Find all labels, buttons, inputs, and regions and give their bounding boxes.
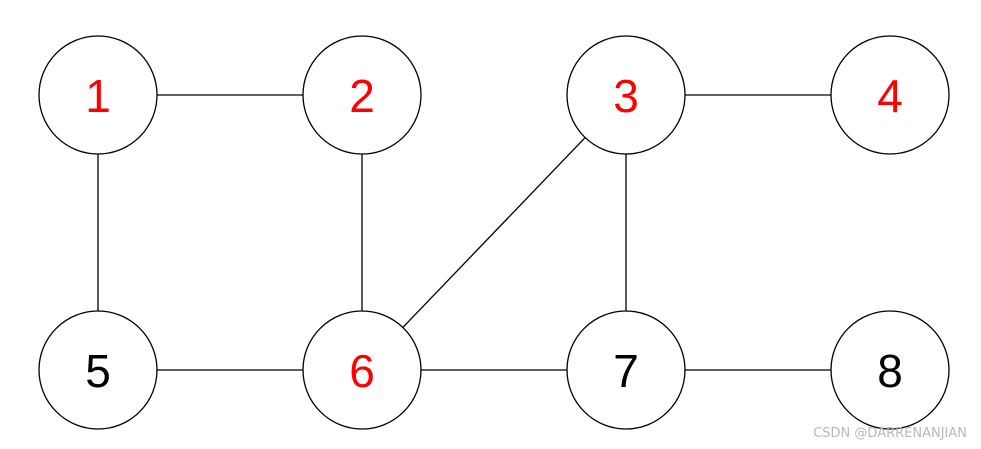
node-6: 6: [302, 310, 422, 430]
node-2: 2: [302, 35, 422, 155]
node-circle: [566, 35, 686, 155]
node-1: 1: [38, 35, 158, 155]
node-circle: [830, 310, 950, 430]
edge-3-6: [402, 137, 586, 328]
node-label: 3: [613, 70, 639, 122]
node-label: 5: [85, 345, 111, 397]
edges-layer: [97, 94, 831, 371]
node-circle: [830, 35, 950, 155]
node-label: 6: [349, 345, 375, 397]
node-circle: [38, 310, 158, 430]
node-label: 7: [613, 345, 639, 397]
node-circle: [302, 310, 422, 430]
watermark-text: CSDN @DARRENANJIAN: [813, 426, 967, 441]
node-4: 4: [830, 35, 950, 155]
node-7: 7: [566, 310, 686, 430]
nodes-layer: 1 2 3 4 5 6 7 8: [38, 35, 950, 430]
node-label: 1: [85, 70, 111, 122]
node-5: 5: [38, 310, 158, 430]
node-3: 3: [566, 35, 686, 155]
node-label: 4: [877, 70, 903, 122]
node-8: 8: [830, 310, 950, 430]
node-circle: [38, 35, 158, 155]
node-label: 8: [877, 345, 903, 397]
node-circle: [566, 310, 686, 430]
node-circle: [302, 35, 422, 155]
node-label: 2: [349, 70, 375, 122]
